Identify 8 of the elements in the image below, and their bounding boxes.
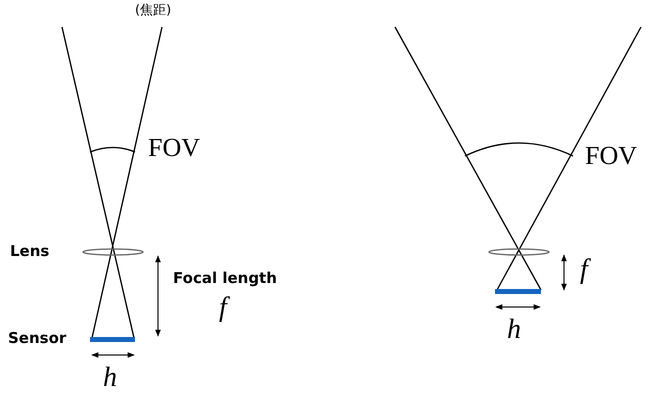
angle-label: FOV	[148, 135, 200, 161]
part-label: Sensor	[8, 331, 66, 346]
symbol-label: h	[507, 316, 521, 344]
angle-label: FOV	[585, 143, 638, 169]
symbol-label: h	[103, 364, 117, 392]
annotation-text: (焦距)	[135, 4, 172, 17]
dimension-label: Focal length	[173, 271, 277, 286]
part-label: Lens	[10, 244, 50, 259]
